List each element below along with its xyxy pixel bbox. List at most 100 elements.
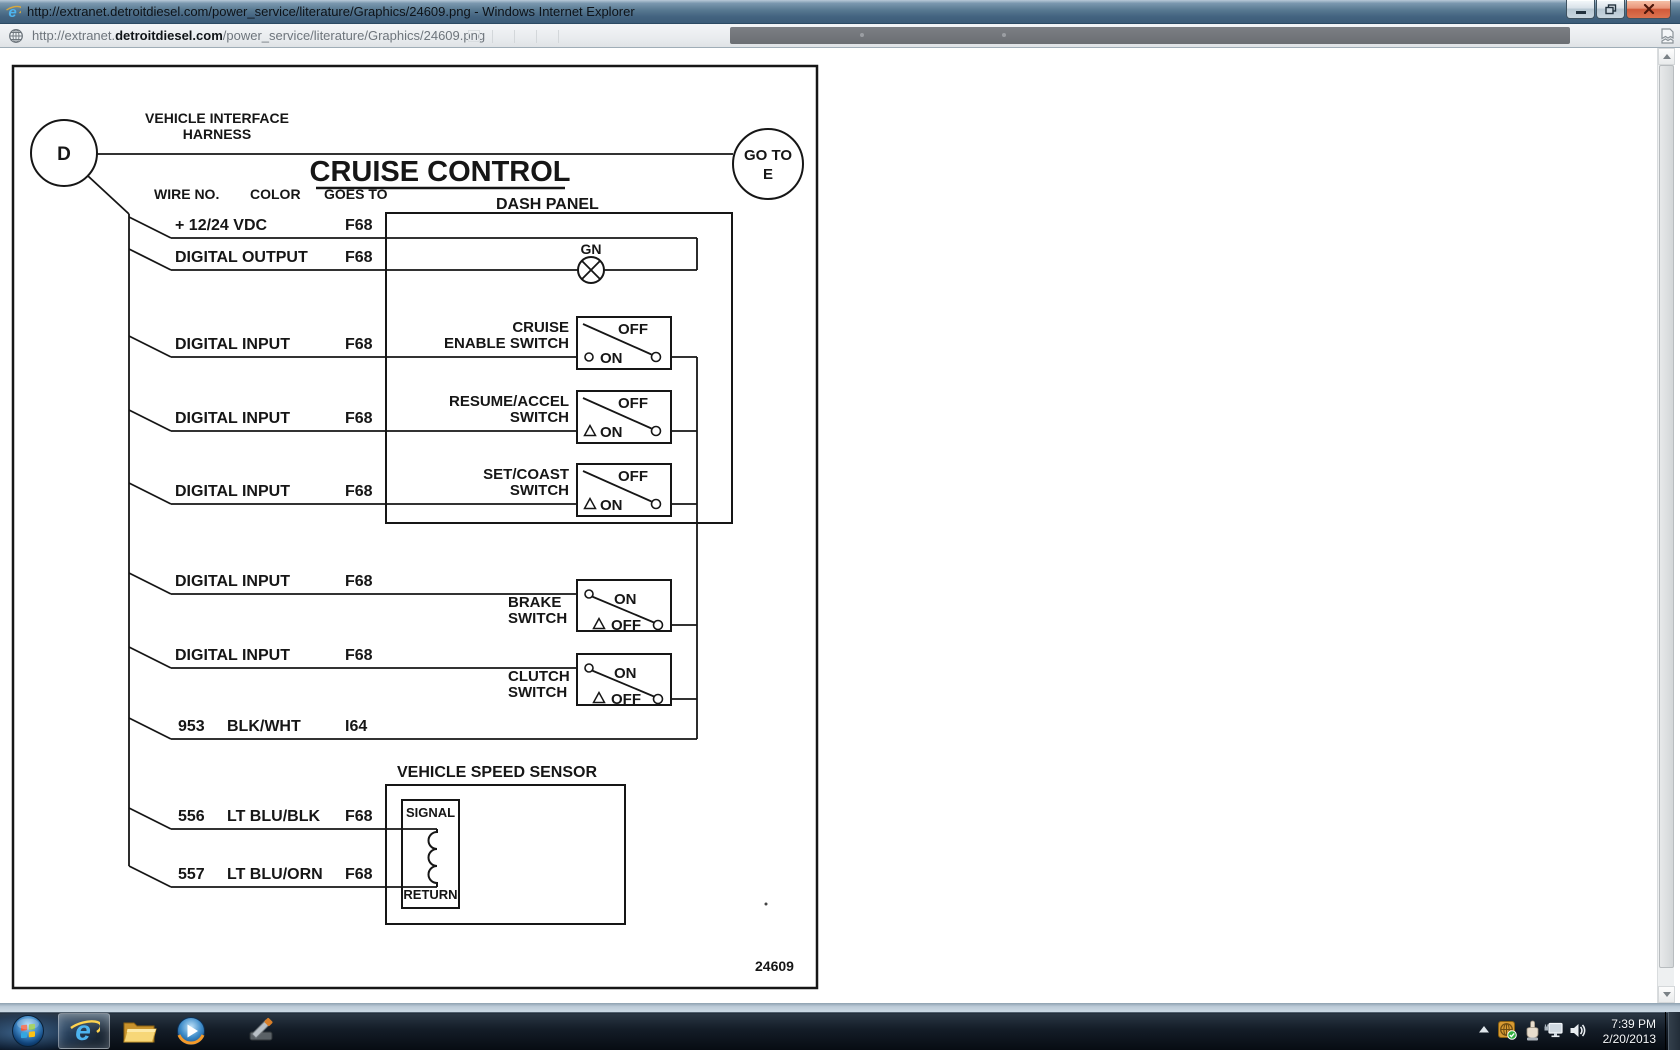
switch-off-label: OFF [618, 468, 648, 485]
connector-circle-d: D [30, 119, 98, 187]
wire-row-goes-to: F68 [345, 410, 373, 427]
scroll-up-button[interactable] [1658, 48, 1675, 65]
wire-row-number: 953 [178, 718, 205, 735]
wire-row-goes-to: F68 [345, 217, 373, 234]
dash-panel-label: DASH PANEL [496, 196, 599, 213]
harness-label-line2: HARNESS [183, 126, 251, 142]
resume-accel-switch: RESUME/ACCEL SWITCH OFF ON [449, 390, 672, 444]
vehicle-speed-sensor: VEHICLE SPEED SENSOR SIGNAL RETURN [385, 764, 626, 925]
minimize-button[interactable] [1566, 0, 1595, 19]
taskbar-internet-explorer-button[interactable]: e [58, 1013, 110, 1049]
sensor-title: VEHICLE SPEED SENSOR [397, 764, 597, 781]
minimize-icon [1575, 10, 1586, 14]
wire-row-label: DIGITAL INPUT [175, 483, 290, 500]
start-button[interactable] [8, 1013, 48, 1049]
window-bottom-frame [0, 1003, 1680, 1012]
restore-button[interactable] [1596, 0, 1625, 19]
show-hidden-icons-arrow[interactable] [1478, 1025, 1490, 1034]
taskbar-windows-explorer-button[interactable] [116, 1013, 162, 1049]
volume-icon[interactable] [1569, 1022, 1587, 1039]
connector-d-label: D [57, 144, 71, 165]
utility-tool-icon [249, 1018, 273, 1041]
windows-start-orb-icon [12, 1015, 44, 1047]
wire-row-goes-to: I64 [345, 718, 367, 735]
triangle-contact [583, 423, 597, 437]
network-globe-check-icon[interactable] [1498, 1021, 1517, 1040]
network-connection-icon[interactable] [1544, 1021, 1564, 1039]
url-domain: detroitdiesel.com [115, 28, 223, 43]
connector-circle-go-to-e: GO TO E [732, 128, 804, 200]
triangle-contact [592, 616, 606, 630]
address-bar: http://extranet.detroitdiesel.com/power_… [0, 24, 1680, 48]
switch-name-line1: CRUISE [512, 319, 569, 336]
switch-name-line2: ENABLE SWITCH [444, 335, 569, 352]
cruise-enable-switch: CRUISE ENABLE SWITCH OFF ON [444, 316, 672, 370]
clutch-switch: CLUTCH SWITCH ON OFF [508, 653, 672, 708]
close-icon [1643, 4, 1654, 14]
media-player-icon [177, 1017, 205, 1045]
wire-rows: + 12/24 VDC F68 DIGITAL OUTPUT F68 DIGIT… [175, 217, 373, 883]
taskbar-media-player-button[interactable] [168, 1013, 214, 1049]
wire-row-goes-to: F68 [345, 573, 373, 590]
scroll-down-button[interactable] [1658, 986, 1675, 1003]
browser-viewport: D GO TO E VEHICLE INTERFACE HARNESS CRUI… [0, 48, 1680, 1003]
wire-row-number: 556 [178, 808, 205, 825]
brake-switch: BRAKE SWITCH ON OFF [508, 579, 672, 634]
address-input[interactable]: http://extranet.detroitdiesel.com/power_… [32, 28, 485, 43]
switch-off-label: OFF [611, 691, 641, 708]
clock-time[interactable]: 7:39 PM [1611, 1017, 1656, 1031]
sensor-return-label: RETURN [403, 887, 457, 902]
column-header-goes-to: GOES TO [324, 186, 388, 202]
wire-row-color: LT BLU/ORN [227, 866, 323, 883]
switch-on-label: ON [614, 665, 637, 682]
switch-name-line1: CLUTCH [508, 668, 570, 685]
lamp-label: GN [581, 241, 602, 257]
dash-panel-box [385, 212, 733, 524]
internet-explorer-icon: e [6, 4, 21, 20]
tray-divider [1665, 1012, 1666, 1050]
wire-row-goes-to: F68 [345, 336, 373, 353]
harness-label-line1: VEHICLE INTERFACE [145, 110, 289, 126]
diagram-border [11, 64, 819, 990]
scan-artifact-dot [764, 902, 768, 906]
goto-label-line2: E [763, 166, 773, 183]
url-path: /power_service/literature/Graphics/24609… [222, 28, 486, 43]
restore-icon [1604, 3, 1616, 14]
clock-date[interactable]: 2/20/2013 [1602, 1032, 1656, 1046]
scrollbar-thumb[interactable] [1659, 65, 1674, 968]
toolbar-artifact-band [730, 27, 1570, 44]
taskbar: e [0, 1012, 1680, 1050]
sensor-coil [427, 829, 438, 887]
page-globe-icon [9, 29, 23, 43]
switch-on-label: ON [600, 424, 623, 441]
switch-name-line2: SWITCH [508, 684, 567, 701]
switch-name-line1: RESUME/ACCEL [449, 393, 569, 410]
wiring-lines [87, 153, 733, 888]
switch-name-line1: BRAKE [508, 594, 561, 611]
set-coast-switch: SET/COAST SWITCH OFF ON [483, 463, 672, 517]
wire-row-label: DIGITAL INPUT [175, 573, 290, 590]
wire-row-color: BLK/WHT [227, 718, 301, 735]
close-button[interactable] [1626, 0, 1671, 19]
wire-row-color: LT BLU/BLK [227, 808, 320, 825]
compatibility-broken-page-icon[interactable] [1660, 28, 1675, 44]
taskbar-utility-button[interactable] [238, 1013, 284, 1049]
diagram-title: CRUISE CONTROL [310, 156, 571, 188]
touch-hand-icon[interactable] [1524, 1020, 1541, 1041]
svg-text:e: e [8, 4, 16, 20]
goto-label-line1: GO TO [744, 147, 792, 164]
folder-icon [123, 1022, 157, 1043]
wire-row-goes-to: F68 [345, 647, 373, 664]
triangle-contact [583, 496, 597, 510]
svg-text:e: e [75, 1015, 91, 1046]
show-desktop-button[interactable] [1668, 1012, 1680, 1050]
sensor-signal-label: SIGNAL [406, 805, 455, 820]
wire-row-label: DIGITAL INPUT [175, 410, 290, 427]
column-header-color: COLOR [250, 186, 301, 202]
switch-name-line1: SET/COAST [483, 466, 569, 483]
url-prefix: http://extranet. [32, 28, 116, 43]
switch-off-label: OFF [611, 617, 641, 634]
switch-on-label: ON [614, 591, 637, 608]
vertical-scrollbar[interactable] [1657, 48, 1675, 1003]
